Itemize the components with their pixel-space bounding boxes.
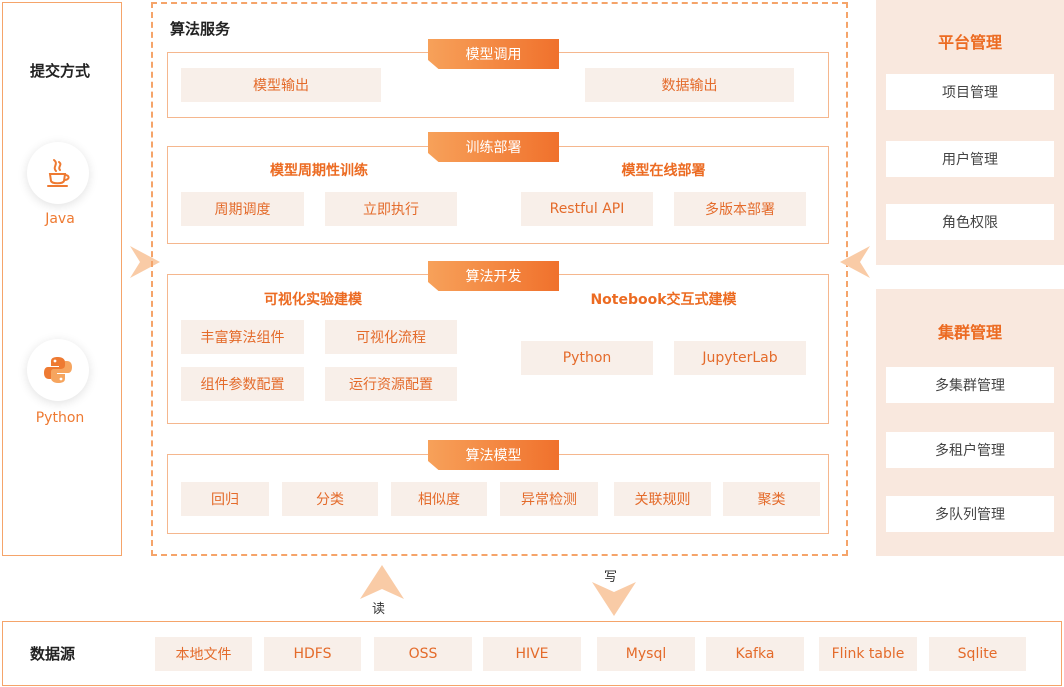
read-label: 读 (372, 602, 386, 617)
tab-train-deploy: 训练部署 (428, 132, 559, 162)
python-label: Python (35, 410, 85, 426)
platform-title: 平台管理 (937, 33, 1002, 52)
chip-flink-table: Flink table (819, 637, 917, 671)
chip-mysql: Mysql (597, 637, 695, 671)
chip-oss: OSS (374, 637, 472, 671)
write-arrow-icon (592, 582, 636, 616)
arrow-left-icon (840, 246, 870, 278)
service-title: 算法服务 (170, 20, 231, 38)
chip-jupyterlab: JupyterLab (674, 341, 806, 375)
chip-kafka: Kafka (706, 637, 804, 671)
chip-model-output: 模型输出 (181, 68, 381, 102)
chip-run-now: 立即执行 (325, 192, 457, 226)
chip-component-params: 组件参数配置 (181, 367, 304, 401)
periodic-training-title: 模型周期性训练 (270, 163, 368, 179)
chip-association-rules: 关联规则 (614, 482, 711, 516)
chip-multi-tenant: 多租户管理 (886, 432, 1054, 468)
arrow-right-icon (130, 246, 160, 278)
read-arrow-icon (360, 565, 404, 599)
java-icon (27, 142, 89, 204)
chip-multi-version: 多版本部署 (674, 192, 806, 226)
chip-sqlite: Sqlite (929, 637, 1026, 671)
cluster-title: 集群管理 (937, 323, 1002, 342)
submit-panel (2, 2, 122, 556)
tab-model-call: 模型调用 (428, 39, 559, 69)
chip-resource-config: 运行资源配置 (325, 367, 457, 401)
java-label: Java (45, 211, 75, 227)
chip-role-permissions: 角色权限 (886, 204, 1054, 240)
chip-user-management: 用户管理 (886, 141, 1054, 177)
chip-restful-api: Restful API (521, 192, 653, 226)
chip-data-output: 数据输出 (585, 68, 794, 102)
chip-multi-queue: 多队列管理 (886, 496, 1054, 532)
visual-modeling-title: 可视化实验建模 (264, 292, 362, 308)
chip-multi-cluster: 多集群管理 (886, 367, 1054, 403)
submit-title: 提交方式 (29, 62, 90, 80)
chip-similarity: 相似度 (391, 482, 487, 516)
chip-algorithm-components: 丰富算法组件 (181, 320, 304, 354)
chip-hive: HIVE (483, 637, 581, 671)
chip-local-file: 本地文件 (155, 637, 252, 671)
chip-visual-flow: 可视化流程 (325, 320, 457, 354)
chip-classification: 分类 (282, 482, 378, 516)
tab-algorithm-models: 算法模型 (428, 440, 559, 470)
chip-project-management: 项目管理 (886, 74, 1054, 110)
chip-regression: 回归 (181, 482, 269, 516)
algorithm-service-box (151, 2, 848, 556)
chip-anomaly-detection: 异常检测 (500, 482, 598, 516)
datasource-title: 数据源 (30, 645, 76, 663)
write-label: 写 (604, 570, 618, 585)
online-deploy-title: 模型在线部署 (621, 163, 706, 179)
chip-python: Python (521, 341, 653, 375)
chip-clustering: 聚类 (723, 482, 820, 516)
notebook-modeling-title: Notebook交互式建模 (590, 292, 737, 308)
python-icon (27, 339, 89, 401)
tab-algorithm-dev: 算法开发 (428, 261, 559, 291)
chip-periodic-schedule: 周期调度 (181, 192, 304, 226)
chip-hdfs: HDFS (264, 637, 361, 671)
